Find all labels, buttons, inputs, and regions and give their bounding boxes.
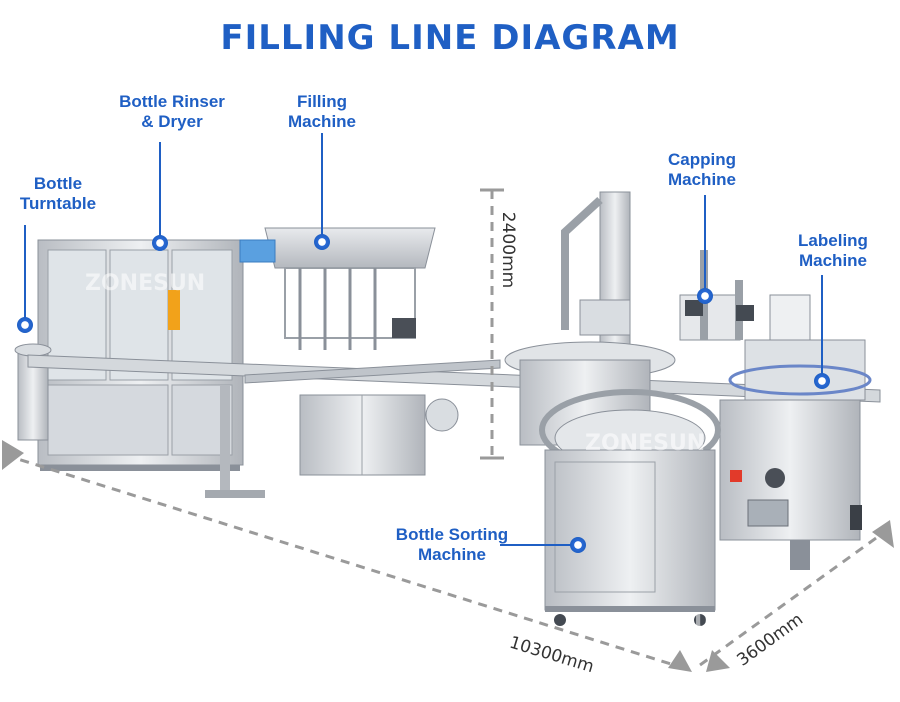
bottle-sorting-machine: [539, 389, 721, 626]
label-bottle-turntable: Bottle Turntable: [19, 174, 97, 213]
label-labeling-machine: Labeling Machine: [798, 231, 868, 270]
filling-dot-icon: [314, 234, 330, 250]
dimension-lines: [4, 188, 891, 672]
watermark-text: ZONESUN: [585, 431, 705, 456]
turntable-dot-icon: [17, 317, 33, 333]
watermark-text: ZONESUN: [370, 491, 490, 516]
callout-dots: [17, 234, 830, 553]
dimension-arrowheads: [2, 440, 894, 672]
label-capping-machine: Capping Machine: [667, 150, 737, 189]
watermark-text: ZONESUN: [610, 611, 730, 636]
filling-machine: [239, 227, 459, 476]
rinser-dot-icon: [152, 235, 168, 251]
label-bottle-sorting-machine: Bottle Sorting Machine: [395, 525, 509, 564]
page-title: FILLING LINE DIAGRAM: [220, 18, 680, 58]
labeling-dot-icon: [814, 373, 830, 389]
watermark-text: ZONESUN: [85, 271, 205, 296]
label-filling-machine: Filling Machine: [287, 92, 357, 131]
dimension-height: 2400mm: [498, 211, 519, 289]
capping-machine: [504, 191, 754, 446]
labeling-machine: [719, 294, 872, 570]
callout-leaders: [24, 133, 823, 546]
label-bottle-rinser-dryer: Bottle Rinser & Dryer: [119, 92, 225, 131]
watermarks: ZONESUN ZONESUN ZONESUN ZONESUN: [85, 271, 730, 636]
sorting-dot-icon: [570, 537, 586, 553]
capping-dot-icon: [697, 288, 713, 304]
